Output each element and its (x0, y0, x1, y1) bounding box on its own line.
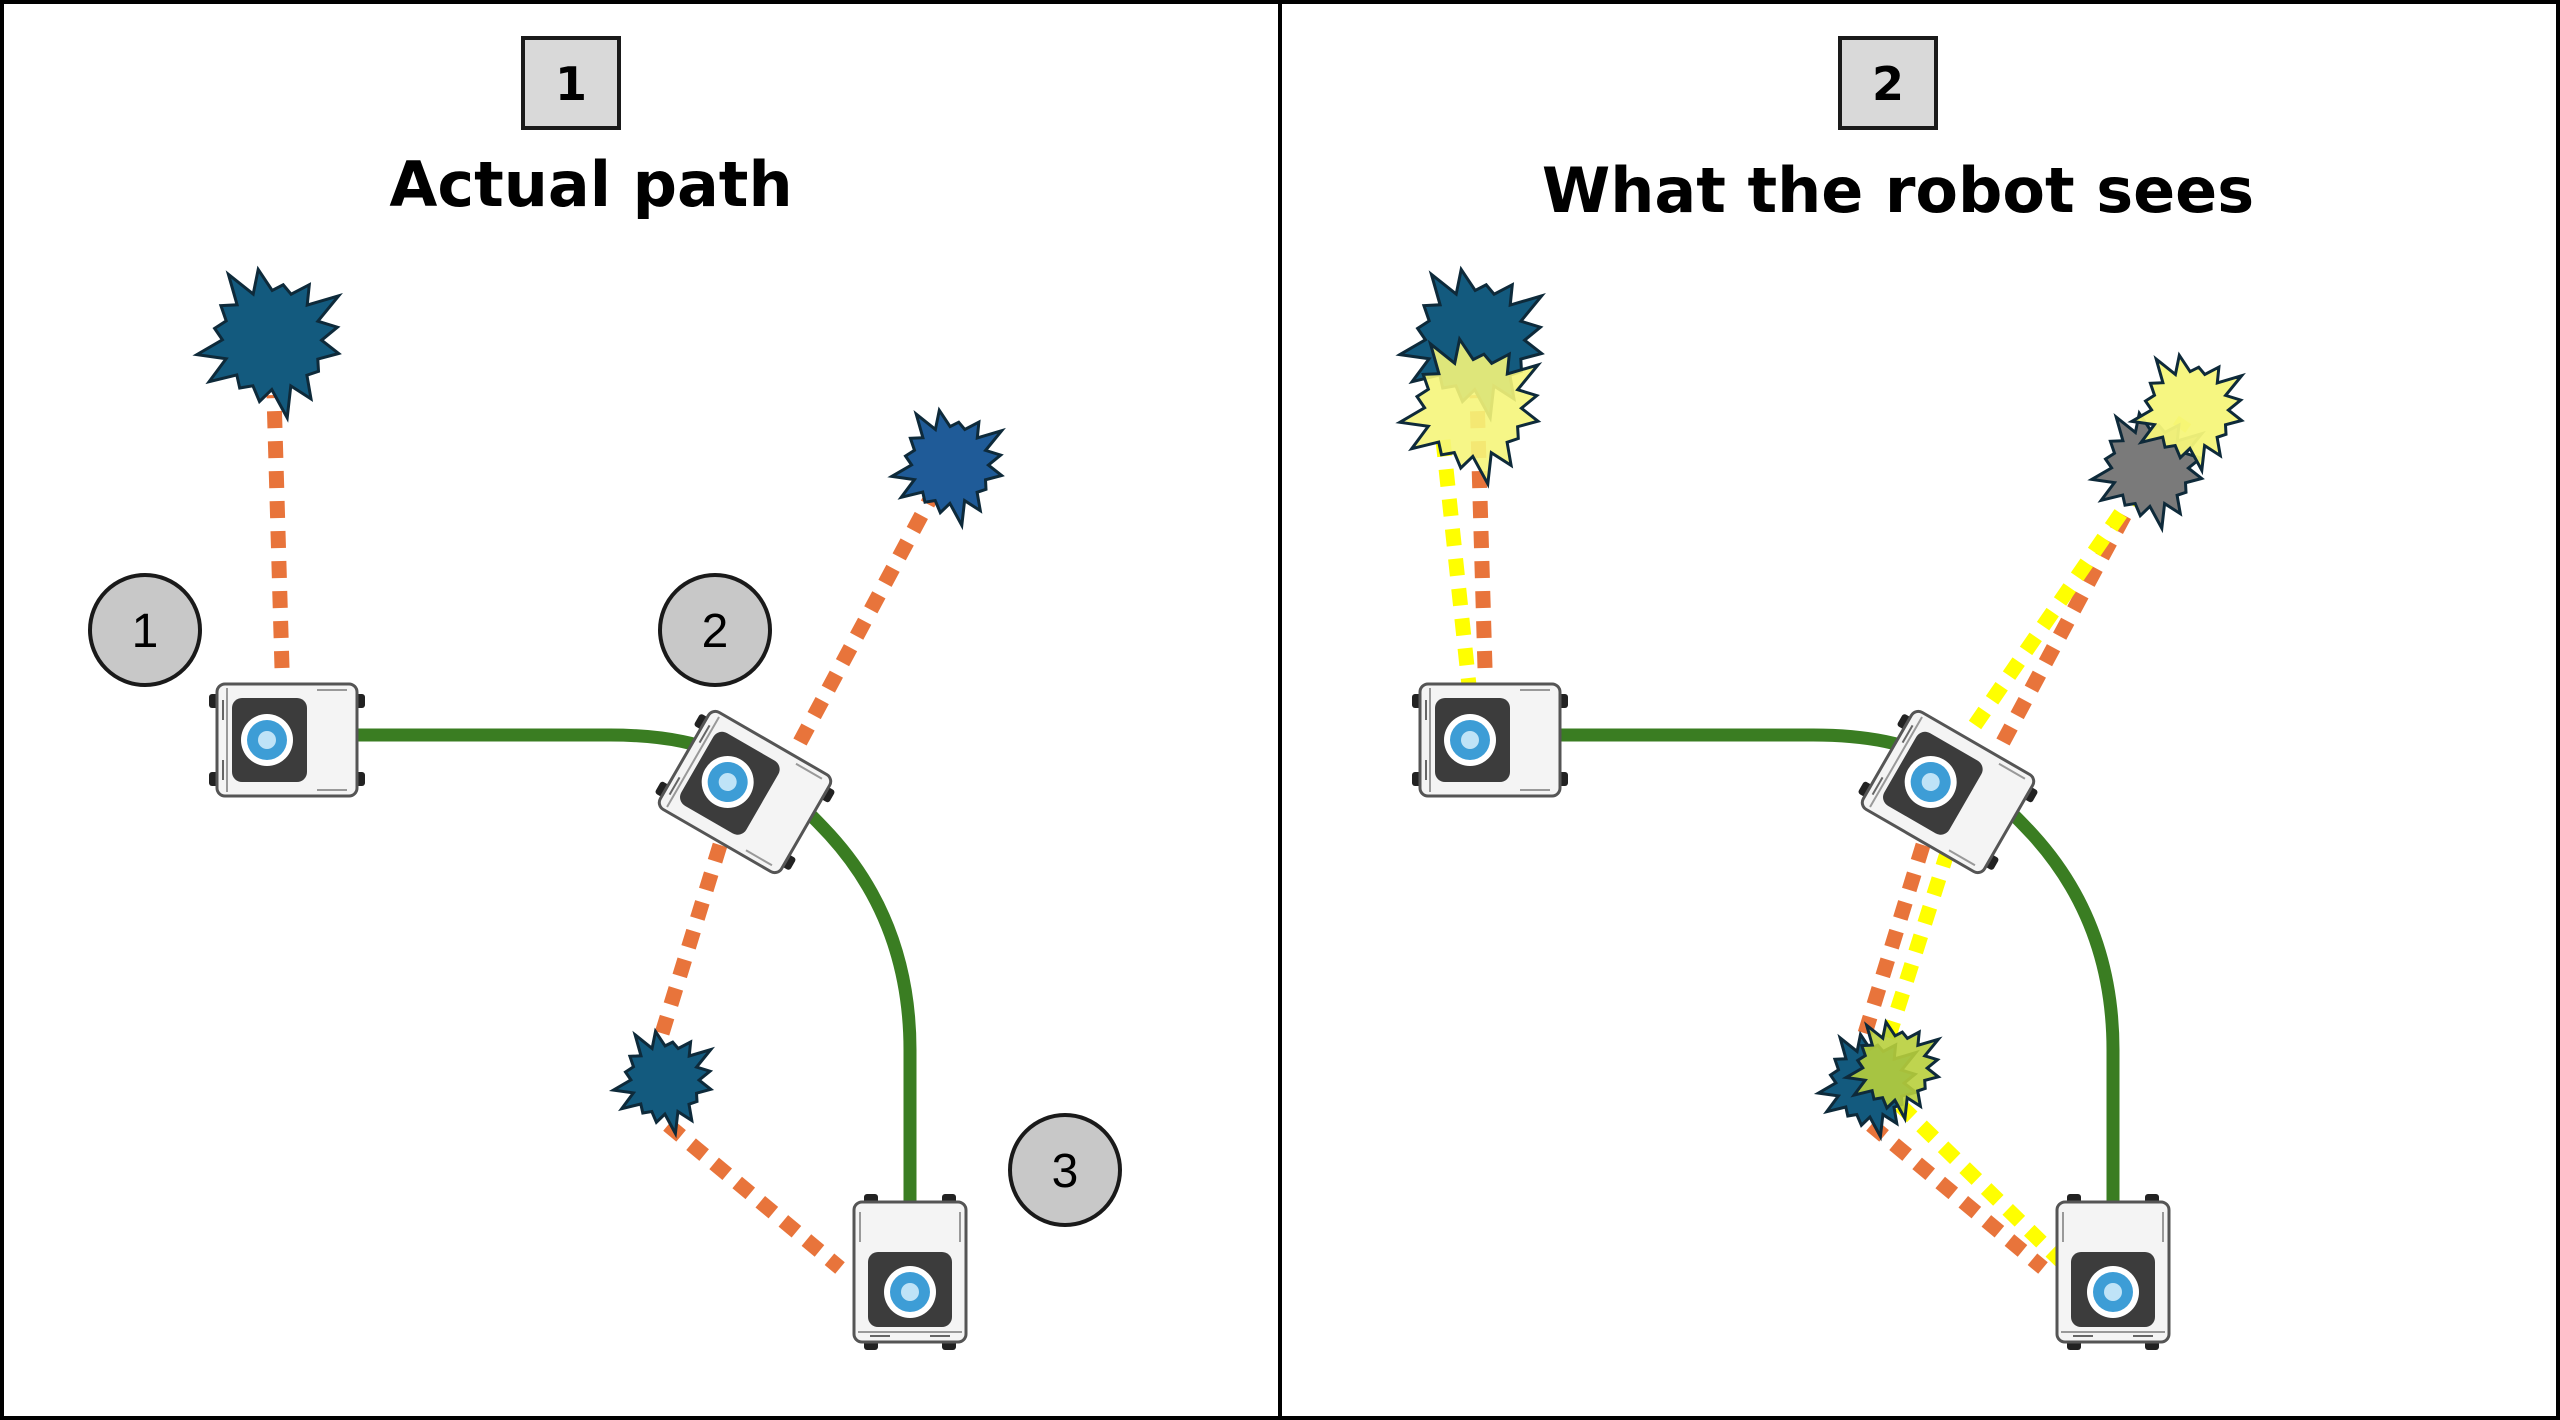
robot-pose1-perceived-icon-body (1410, 682, 1570, 798)
robot-pose3-perceived-icon-body (2055, 1192, 2171, 1352)
pose-marker-3 (1008, 1113, 1122, 1227)
landmark-a-perceived-icon (1395, 335, 1543, 489)
trajectory-layer (343, 728, 2120, 1232)
panel-2-badge-number: 2 (1872, 57, 1904, 111)
robot-pose1-icon (207, 682, 367, 798)
robot-pose1-perceived-icon (1410, 682, 1570, 798)
trajectory-path-actual (343, 728, 917, 1232)
observation-ray-layer (266, 394, 2192, 1274)
panel-2-title: What the robot sees (1542, 154, 2254, 227)
pose-marker-1-label: 1 (132, 605, 159, 658)
panel-2-badge-box (1838, 36, 1938, 130)
observation-ray-pose3 (663, 1119, 845, 1274)
observation-ray-pose3-perceived (1894, 1099, 2071, 1271)
landmark-layer (192, 265, 2246, 1142)
pose-marker-2-label: 2 (702, 605, 729, 658)
pose-marker-3-label: 3 (1052, 1145, 1079, 1198)
landmark-c-perceived-icon (1841, 1018, 1943, 1124)
robot-pose3-perceived-icon (2055, 1192, 2171, 1352)
observation-ray-pose2-upper (793, 486, 942, 746)
pose-marker-1 (88, 573, 202, 687)
trajectory-path-perceived (1546, 728, 2120, 1232)
landmark-b-perceived-icon (2127, 351, 2246, 476)
panel-1-badge-number: 1 (555, 57, 587, 111)
robot-pose3-icon (852, 1192, 968, 1352)
observation-ray-pose1-perceived (1435, 439, 1478, 696)
observation-ray-pose2-lower-perceived (1875, 847, 1956, 1058)
panel-1-badge-box (521, 36, 621, 130)
pose-marker-2 (658, 573, 772, 687)
observation-ray-pose1 (266, 394, 290, 669)
observation-ray-pose2-lower-actual (1855, 842, 1931, 1043)
robot-layer (207, 682, 2171, 1352)
landmark-c-icon (608, 1027, 716, 1139)
observation-ray-pose3-actual (1866, 1119, 2048, 1274)
robot-pose3-icon-body (852, 1192, 968, 1352)
observation-ray-pose1-actual (1469, 394, 1493, 669)
robot-pose1-icon-body (207, 682, 367, 798)
observation-ray-pose2-lower (652, 842, 728, 1043)
panel-1-title: Actual path (389, 148, 792, 221)
landmark-b-icon (887, 406, 1006, 531)
landmark-a-icon (192, 265, 343, 423)
